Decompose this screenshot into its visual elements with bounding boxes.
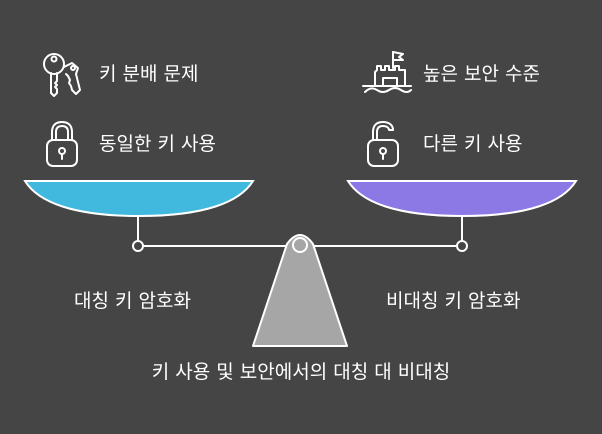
right-item-2-label: 다른 키 사용 [423, 133, 523, 155]
keys-icon [43, 53, 81, 97]
fulcrum-pivot [292, 237, 308, 253]
padlock-closed-icon [46, 121, 78, 167]
padlock-open-icon [367, 121, 399, 167]
left-item-2-label: 동일한 키 사용 [99, 133, 216, 155]
left-side-label: 대칭 키 암호화 [74, 290, 191, 312]
right-item-1-label: 높은 보안 수준 [423, 63, 540, 85]
left-pivot [132, 240, 144, 252]
right-pan [346, 180, 578, 218]
castle-flag-icon [362, 51, 412, 93]
left-item-1-label: 키 분배 문제 [99, 63, 199, 85]
diagram-caption: 키 사용 및 보안에서의 대칭 대 비대칭 [151, 361, 451, 383]
right-side-label: 비대칭 키 암호화 [386, 290, 521, 312]
left-pan [23, 180, 255, 218]
scale-stand [252, 234, 348, 347]
right-pivot [456, 240, 468, 252]
